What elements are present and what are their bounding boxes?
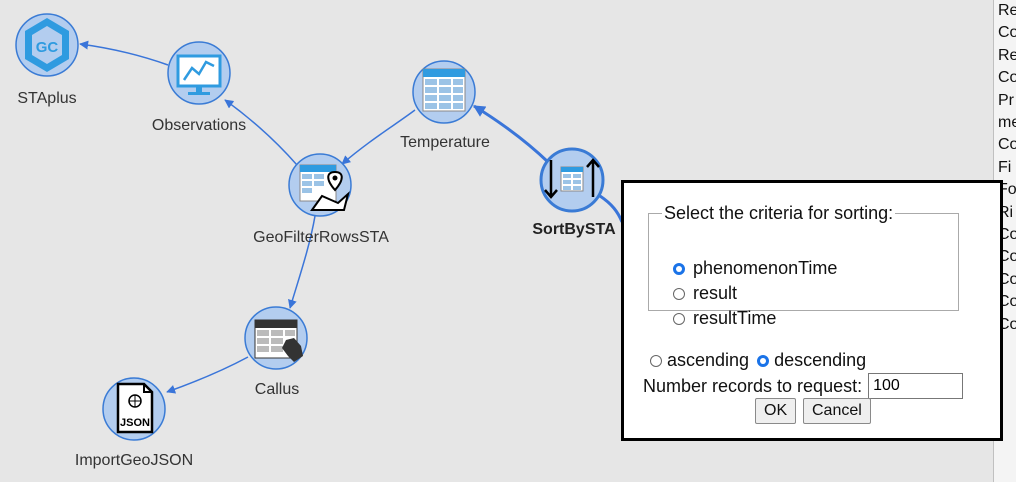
table-hand-pointer-icon [254, 319, 303, 362]
sort-order-row: ascending descending [650, 350, 866, 371]
node-label-geofilterrowssta: GeoFilterRowsSTA [253, 229, 389, 246]
ok-button[interactable]: OK [755, 398, 797, 424]
table-map-pin-icon [299, 164, 350, 211]
json-badge-text: JSON [120, 417, 150, 429]
criteria-option-result[interactable]: result [673, 283, 737, 304]
node-observations[interactable] [167, 41, 231, 105]
right-panel-line: Re [998, 2, 1016, 19]
records-row: Number records to request: [643, 373, 964, 399]
criteria-label-resulttime[interactable]: resultTime [693, 308, 777, 328]
edge-sortbysta-temperature[interactable] [472, 104, 550, 164]
criteria-radio-phenomenontime[interactable] [673, 262, 685, 275]
right-panel-line: me [998, 114, 1016, 132]
line-chart-monitor-icon [176, 54, 222, 95]
right-panel-line: Co [998, 69, 1016, 87]
node-label-importgeojson: ImportGeoJSON [74, 452, 194, 469]
records-label: Number records to request: [643, 375, 863, 396]
staplus-logo-icon: GC [25, 18, 69, 72]
right-panel-line: Pr [998, 91, 1014, 109]
sort-dialog: Select the criteria for sorting: phenome… [621, 180, 1003, 441]
edge-callus-importgeojson[interactable] [166, 356, 249, 394]
node-sortbysta[interactable] [539, 147, 605, 213]
node-label-observations: Observations [151, 117, 247, 134]
node-staplus[interactable]: GC [15, 13, 79, 77]
node-geofilterrowssta[interactable] [288, 153, 352, 217]
criteria-radio-resulttime[interactable] [673, 312, 685, 325]
workflow-canvas[interactable]: GC [0, 0, 993, 482]
edge-observations-staplus[interactable] [79, 40, 169, 66]
node-label-staplus: STAplus [17, 90, 77, 107]
criteria-label-result[interactable]: result [693, 283, 738, 303]
sort-table-icon [544, 158, 600, 199]
criteria-option-phenomenontime[interactable]: phenomenonTime [673, 258, 837, 279]
criteria-radio-result[interactable] [673, 287, 685, 300]
cancel-button[interactable]: Cancel [803, 398, 871, 424]
node-temperature[interactable] [412, 60, 476, 124]
node-label-callus: Callus [254, 381, 300, 398]
edge-geofilter-callus[interactable] [288, 215, 316, 309]
sort-criteria-legend: Select the criteria for sorting: [664, 203, 894, 223]
node-label-sortbysta: SortBySTA [532, 221, 616, 238]
criteria-label-phenomenontime[interactable]: phenomenonTime [693, 258, 838, 278]
edge-temperature-geofilter[interactable] [341, 109, 416, 165]
right-panel-line: Co [998, 24, 1016, 42]
edge-sortbysta-dialog[interactable] [599, 194, 624, 223]
node-label-temperature: Temperature [400, 134, 490, 151]
node-callus[interactable] [244, 306, 308, 370]
descending-label[interactable]: descending [774, 350, 867, 370]
sort-criteria-fieldset: Select the criteria for sorting: phenome… [648, 203, 959, 328]
criteria-option-resulttime[interactable]: resultTime [673, 308, 776, 329]
json-file-icon: JSON [116, 382, 154, 434]
ascending-radio[interactable] [650, 354, 662, 367]
descending-radio[interactable] [757, 354, 770, 367]
edge-geofilter-observations[interactable] [224, 99, 298, 166]
table-icon [422, 68, 466, 112]
node-importgeojson[interactable]: JSON [102, 377, 166, 441]
records-input[interactable] [868, 373, 964, 399]
right-panel-line: Co [998, 136, 1016, 154]
ascending-label[interactable]: ascending [667, 350, 750, 370]
svg-text:GC: GC [36, 39, 59, 56]
right-panel-line: Fi [998, 158, 1012, 176]
right-panel-line: Re [998, 46, 1016, 64]
